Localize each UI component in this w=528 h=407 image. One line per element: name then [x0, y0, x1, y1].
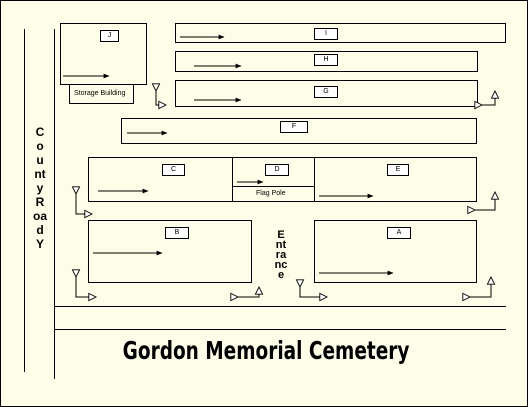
county-road-label: County Road Y	[33, 125, 48, 251]
flag-pole-label: Flag Pole	[256, 190, 286, 197]
section-g-label: G	[314, 86, 338, 98]
turn-arrow-icon	[482, 91, 495, 105]
section-a-label: A	[387, 227, 411, 239]
storage-building-label: Storage Building	[74, 90, 126, 97]
turn-arrow-icon	[238, 287, 259, 297]
section-i-label: I	[314, 28, 338, 40]
section-c[interactable]	[88, 157, 233, 202]
section-b-label: B	[165, 227, 189, 239]
section-c-label: C	[162, 164, 185, 176]
entrance-road-line-bottom	[54, 329, 506, 330]
section-e-label: E	[387, 164, 409, 176]
section-i[interactable]	[175, 23, 506, 43]
storage-building[interactable]	[69, 84, 134, 104]
county-road-y-line-left	[24, 29, 25, 372]
section-d-label: D	[265, 164, 289, 176]
county-road-y-line-right	[54, 29, 55, 379]
section-j-label: J	[100, 30, 119, 42]
entrance-road-line-top	[54, 306, 506, 307]
entrance-label: Entrance	[274, 229, 288, 281]
section-h-label: H	[314, 54, 338, 66]
turn-arrow-icon	[156, 91, 166, 105]
turn-arrow-icon	[300, 287, 327, 297]
turn-arrow-icon	[475, 192, 495, 210]
section-f-label: F	[280, 121, 308, 133]
map-title: Gordon Memorial Cemetery	[122, 336, 410, 365]
flag-pole-divider	[232, 186, 315, 187]
